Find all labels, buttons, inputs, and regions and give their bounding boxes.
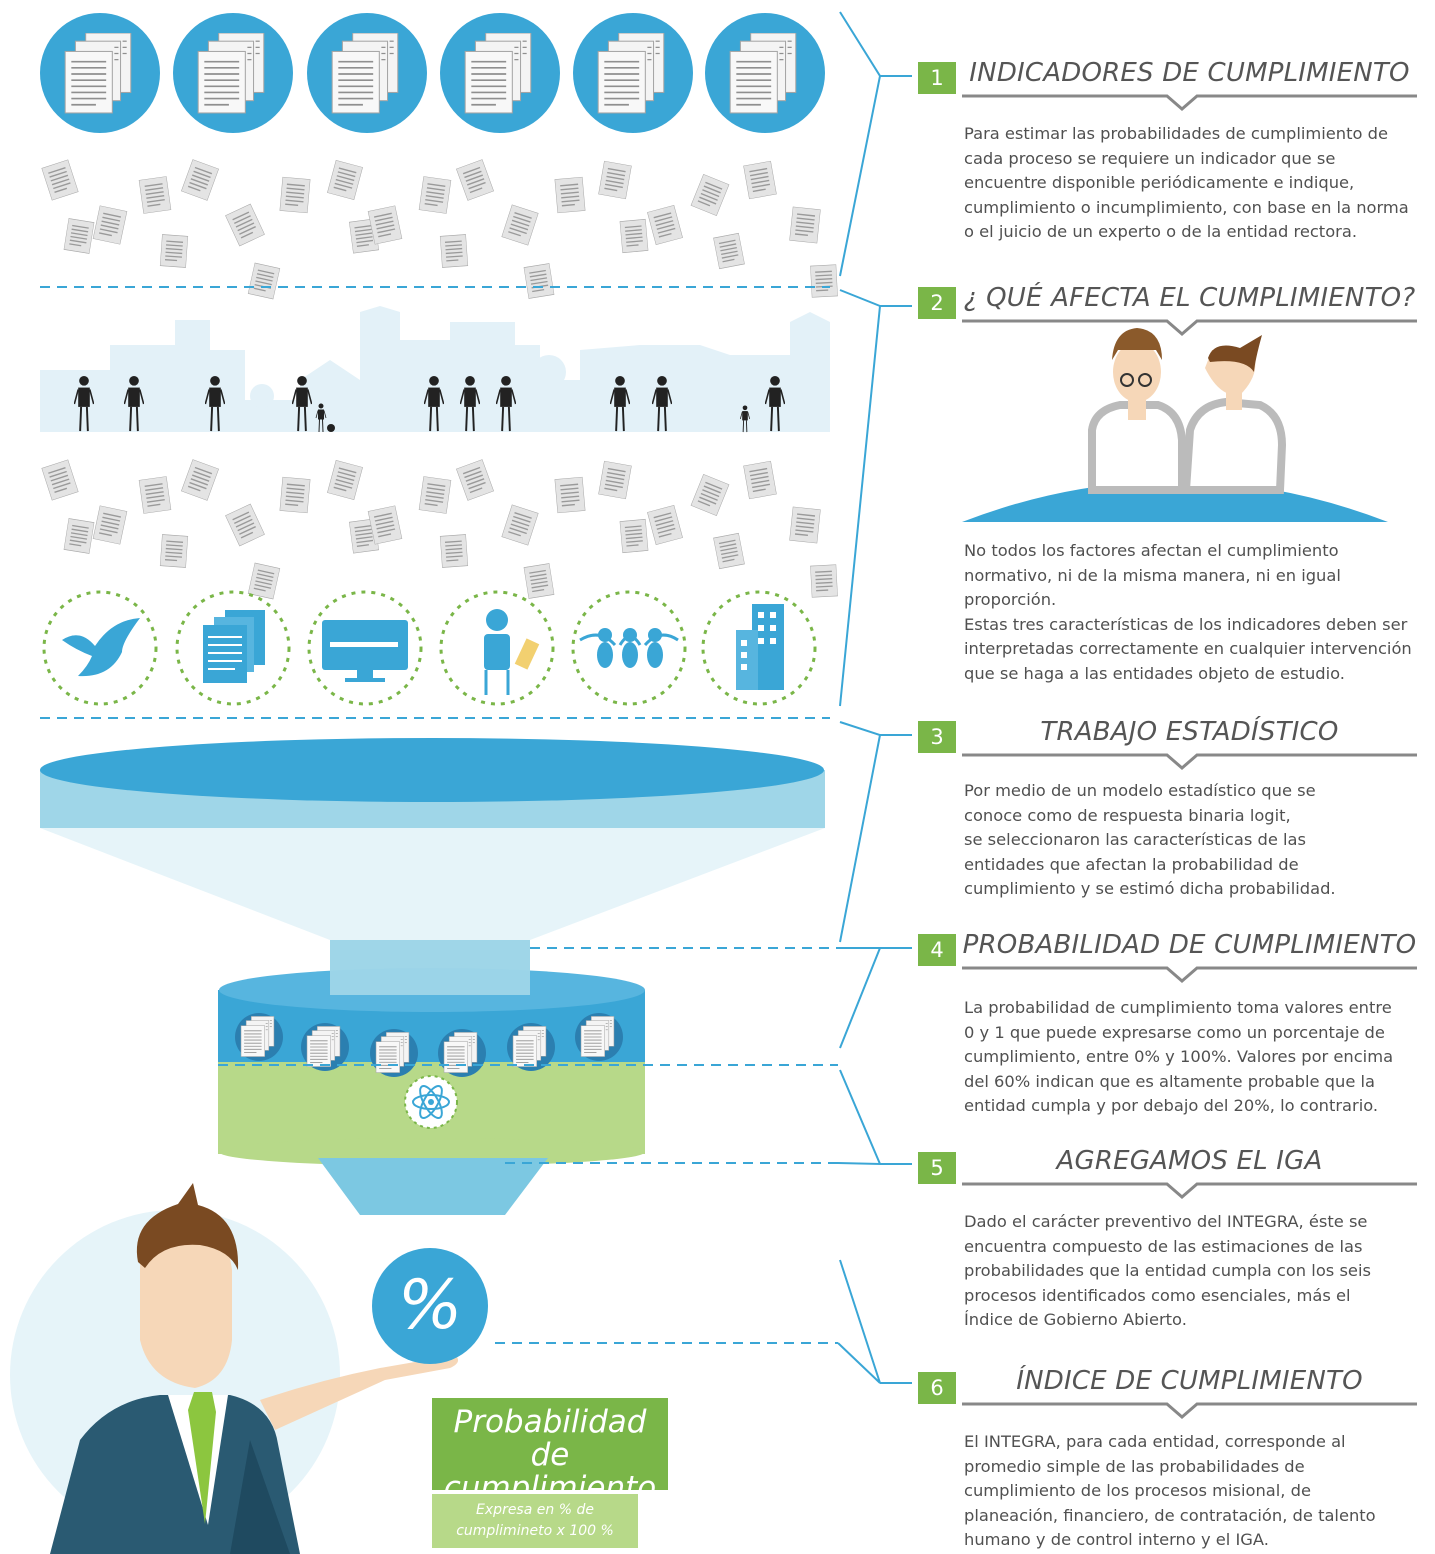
funnel: [40, 738, 825, 1215]
step-description: La probabilidad de cumplimiento toma val…: [964, 996, 1434, 1119]
step-number: 6: [918, 1372, 956, 1404]
people-group: [74, 375, 785, 433]
step-title: ÍNDICE DE CUMPLIMIENTO: [1016, 1366, 1363, 1396]
desc-line: del 60% indican que es altamente probabl…: [964, 1071, 1376, 1091]
desc-line: se seleccionaron las características de …: [964, 830, 1307, 849]
ribbon-sub-line-2: cumplimineto x 100 %: [456, 1523, 614, 1539]
step-rule: [962, 753, 1417, 770]
scattered-documents-middle: [41, 459, 838, 600]
step-description: No todos los factores afectan el cumplim…: [964, 539, 1434, 686]
desc-line: interpretadas correctamente en cualquier…: [964, 639, 1412, 658]
step-title: TRABAJO ESTADÍSTICO: [1040, 717, 1339, 747]
building-icon: [701, 590, 817, 706]
desc-line: probabilidades que la entidad cumpla con…: [964, 1261, 1371, 1280]
desc-line: cumplimiento de los procesos misional, d…: [964, 1481, 1311, 1500]
desc-line: planeación, financiero, de contratación,…: [964, 1505, 1376, 1525]
step-brackets: [837, 11, 912, 1384]
step-description: Dado el carácter preventivo del INTEGRA,…: [964, 1210, 1434, 1333]
desc-line: Dado el carácter preventivo del INTEGRA,…: [964, 1212, 1368, 1231]
step-number: 3: [918, 721, 956, 753]
ribbon-line-1: Probabilidad de: [453, 1404, 647, 1473]
desc-line: conoce como de respuesta binaria logit,: [964, 805, 1291, 825]
probability-ribbon: Probabilidad de cumplimiento: [432, 1398, 668, 1505]
step-number: 5: [918, 1152, 956, 1184]
desc-line: humano y de control interno y el IGA.: [964, 1530, 1269, 1549]
scattered-documents-top: [41, 159, 838, 300]
desc-line: normativo, ni de la misma manera, ni en …: [964, 565, 1341, 610]
desc-line: La probabilidad de cumplimiento toma val…: [964, 998, 1392, 1017]
ribbon-subtitle: Expresa en % de cumplimineto x 100 %: [432, 1494, 638, 1548]
step-rule: [962, 1402, 1417, 1419]
businessman-illustration: [10, 1183, 459, 1554]
atom-icon: [404, 1075, 458, 1129]
desc-line: cumplimiento y se estimó dicha probabili…: [964, 879, 1336, 898]
percent-badge: %: [372, 1248, 488, 1364]
step-description: Por medio de un modelo estadístico que s…: [964, 779, 1434, 902]
desc-line: Estas tres características de los indica…: [964, 614, 1408, 634]
desc-line: que se haga a las entidades objeto de es…: [964, 663, 1345, 683]
step-rule: [962, 319, 1417, 336]
official-signing-icon: [439, 590, 555, 706]
desc-line: cada proceso se requiere un indicador qu…: [964, 148, 1336, 168]
desc-line: cumplimiento, entre 0% y 100%. Valores p…: [964, 1047, 1394, 1066]
bird-icon: [42, 590, 158, 706]
desc-line: Para estimar las probabilidades de cumpl…: [964, 124, 1388, 143]
documents-icon: [175, 590, 291, 706]
document-circle-row: [40, 13, 825, 133]
desc-line: encuentre disponible periódicamente e in…: [964, 173, 1355, 192]
desc-line: entidad cumpla y por debajo del 20%, lo …: [964, 1096, 1379, 1115]
desc-line: encuentra compuesto de las estimaciones …: [964, 1236, 1363, 1256]
desc-line: El INTEGRA, para cada entidad, correspon…: [964, 1432, 1346, 1451]
step-connectors: [218, 947, 838, 1344]
community-icon: [571, 590, 687, 706]
city-skyline: [40, 306, 830, 432]
ribbon-sub-line-1: Expresa en % de: [476, 1502, 594, 1518]
step-description: El INTEGRA, para cada entidad, correspon…: [964, 1430, 1434, 1553]
desc-line: 0 y 1 que puede expresarse como un porce…: [964, 1022, 1385, 1042]
step-description: Para estimar las probabilidades de cumpl…: [964, 122, 1434, 245]
step-rule: [962, 1182, 1417, 1199]
step-title: PROBABILIDAD DE CUMPLIMIENTO: [962, 930, 1417, 960]
desc-line: promedio simple de las probabilidades de: [964, 1456, 1305, 1476]
step-rule: [962, 966, 1417, 983]
step-number: 1: [918, 62, 956, 94]
desc-line: No todos los factores afectan el cumplim…: [964, 541, 1339, 560]
desc-line: procesos identificados como esenciales, …: [964, 1285, 1351, 1305]
step-title: ¿ QUÉ AFECTA EL CUMPLIMIENTO?: [963, 283, 1416, 313]
step-number: 4: [918, 934, 956, 966]
desc-line: Por medio de un modelo estadístico que s…: [964, 781, 1316, 800]
desc-line: cumplimiento o incumplimiento, con base …: [964, 197, 1409, 217]
desc-line: o el juicio de un experto o de la entida…: [964, 222, 1357, 241]
desc-line: entidades que afectan la probabilidad de: [964, 854, 1299, 874]
desc-line: Índice de Gobierno Abierto.: [964, 1310, 1187, 1329]
step-number: 2: [918, 287, 956, 319]
step-title: AGREGAMOS EL IGA: [1056, 1146, 1323, 1176]
factor-icon-row: [42, 590, 817, 706]
step-title: INDICADORES DE CUMPLIMIENTO: [969, 58, 1410, 88]
monitor-icon: [307, 590, 423, 706]
scientists-illustration: [962, 328, 1388, 522]
step-rule: [962, 94, 1417, 111]
